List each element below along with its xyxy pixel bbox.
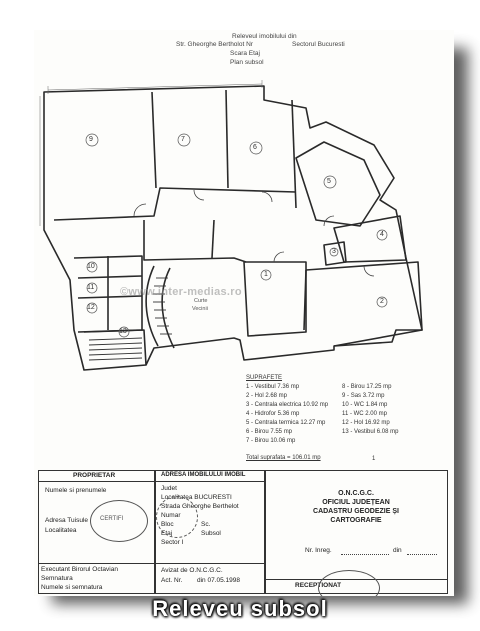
legend-entry-left-5: 6 - Birou 7.55 mp bbox=[246, 429, 293, 435]
plan-label-vecini: Vecinii bbox=[192, 306, 208, 312]
room-number-1: 1 bbox=[264, 271, 268, 278]
act-label: Act. Nr. bbox=[161, 577, 183, 584]
oncgc-line-3: CADASTRU GEODEZIE ȘI bbox=[313, 508, 399, 515]
legend-entry-right-3: 11 - WC 2.00 mp bbox=[342, 411, 387, 417]
room-number-3: 3 bbox=[332, 248, 336, 255]
proprietar-name-label: Numele si prenumele bbox=[45, 487, 107, 494]
act-date: din 07.05.1998 bbox=[197, 577, 241, 584]
proprietar-table: PROPRIETAR Numele si prenumele Adresa Tu… bbox=[38, 470, 156, 594]
title-block: PROPRIETAR Numele si prenumele Adresa Tu… bbox=[38, 470, 448, 596]
watermark-text: ©www.inter-medias.ro bbox=[120, 286, 242, 298]
nr-inreg-din: din bbox=[393, 547, 402, 554]
legend-entry-left-3: 4 - Hidrofor 5.36 mp bbox=[246, 411, 300, 417]
proprietar-address-label: Adresa Tuisule bbox=[45, 517, 88, 524]
adresa-etaj-value: Subsol bbox=[201, 530, 221, 537]
legend-total: Total suprafata = 106.01 mp bbox=[246, 455, 321, 461]
legend-entry-left-4: 5 - Centrala termica 12.27 mp bbox=[246, 420, 326, 426]
seal-stamp-text: CERTIFI bbox=[100, 516, 124, 522]
header-line-2b: Sectorul Bucuresti bbox=[292, 41, 345, 48]
adresa-bloc-value: Sc. bbox=[201, 521, 211, 528]
plan-label-curte: Curte bbox=[194, 298, 208, 304]
semnatura-label: Semnatura bbox=[41, 575, 73, 582]
legend-title: SUPRAFETE bbox=[246, 375, 283, 381]
adresa-sector: Sector I bbox=[161, 539, 184, 546]
legend-page-number: 1 bbox=[372, 456, 376, 462]
adresa-localitatea: Localitatea BUCURESTI bbox=[161, 494, 232, 501]
legend-entry-left-6: 7 - Birou 10.06 mp bbox=[246, 438, 296, 444]
floor-plan-drawing bbox=[39, 80, 423, 371]
room-number-10: 10 bbox=[87, 263, 95, 270]
seal-stamp-left bbox=[90, 500, 148, 542]
seal-stamp-middle bbox=[156, 496, 198, 538]
header-line-1: Releveul imobilului din bbox=[232, 33, 297, 40]
adresa-strada: Strada Gheorghe Berthelot bbox=[161, 503, 239, 510]
room-number-4: 4 bbox=[380, 231, 384, 238]
header-line-4: Plan subsol bbox=[230, 59, 264, 66]
oncgc-line-1: O.N.C.G.C. bbox=[338, 490, 374, 497]
legend-entry-left-1: 2 - Hol 2.68 mp bbox=[246, 393, 288, 399]
legend-right-column: 8 - Birou 17.25 mp 9 - Sas 3.72 mp 10 - WC… bbox=[342, 383, 398, 446]
legend-entry-right-5: 13 - Vestibul 6.08 mp bbox=[342, 429, 399, 435]
legend-entry-left-2: 3 - Centrala electrica 10.92 mp bbox=[246, 402, 329, 408]
legend-entry-right-1: 9 - Sas 3.72 mp bbox=[342, 393, 385, 399]
proprietar-header: PROPRIETAR bbox=[73, 472, 116, 479]
proprietar-locality-label: Localitatea bbox=[45, 527, 77, 534]
legend-entry-left-0: 1 - Vestibul 7.36 mp bbox=[246, 384, 300, 390]
numele-semnatura-label: Numele si semnatura bbox=[41, 584, 103, 591]
room-number-2: 2 bbox=[380, 298, 384, 305]
room-number-7: 7 bbox=[181, 136, 185, 143]
header-line-3: Scara Etaj bbox=[230, 50, 260, 57]
caption-releveu-subsol: Releveu subsol bbox=[152, 596, 328, 621]
adresa-header: ADRESA IMOBILULUI IMOBIL bbox=[161, 472, 246, 478]
room-number-5: 5 bbox=[327, 178, 331, 185]
executant-label: Executant Birorul Octavian bbox=[41, 566, 118, 573]
room-number-6: 6 bbox=[253, 144, 257, 151]
room-number-11: 11 bbox=[87, 284, 95, 291]
legend-entry-right-0: 8 - Birou 17.25 mp bbox=[342, 384, 392, 390]
oncgc-line-4: CARTOGRAFIE bbox=[330, 517, 382, 524]
avizat-label: Avizat de O.N.C.G.C. bbox=[161, 567, 223, 574]
oncgc-line-2: OFICIUL JUDEȚEAN bbox=[322, 499, 390, 506]
oncgc-block: O.N.C.G.C. OFICIUL JUDEȚEAN CADASTRU GEO… bbox=[265, 489, 447, 525]
floor-plan-sheet: Releveul imobilului din Str. Gheorghe Be… bbox=[34, 30, 454, 596]
room-number-12: 12 bbox=[87, 304, 95, 311]
nr-inreg-label: Nr. Inreg. bbox=[305, 547, 332, 554]
room-number-13: 13 bbox=[119, 328, 127, 335]
legend-left-column: 1 - Vestibul 7.36 mp 2 - Hol 2.68 mp 3 - C… bbox=[246, 383, 328, 446]
room-number-9: 9 bbox=[89, 136, 93, 143]
legend-entry-right-2: 10 - WC 1.84 mp bbox=[342, 402, 388, 408]
adresa-judet: Judet bbox=[161, 485, 177, 492]
legend-entry-right-4: 12 - Hol 16.92 mp bbox=[342, 420, 390, 426]
header-line-2a: Str. Gheorghe Bertholot Nr bbox=[176, 41, 253, 48]
legend-block: SUPRAFETE 1 - Vestibul 7.36 mp 2 - Hol 2.… bbox=[246, 374, 398, 463]
